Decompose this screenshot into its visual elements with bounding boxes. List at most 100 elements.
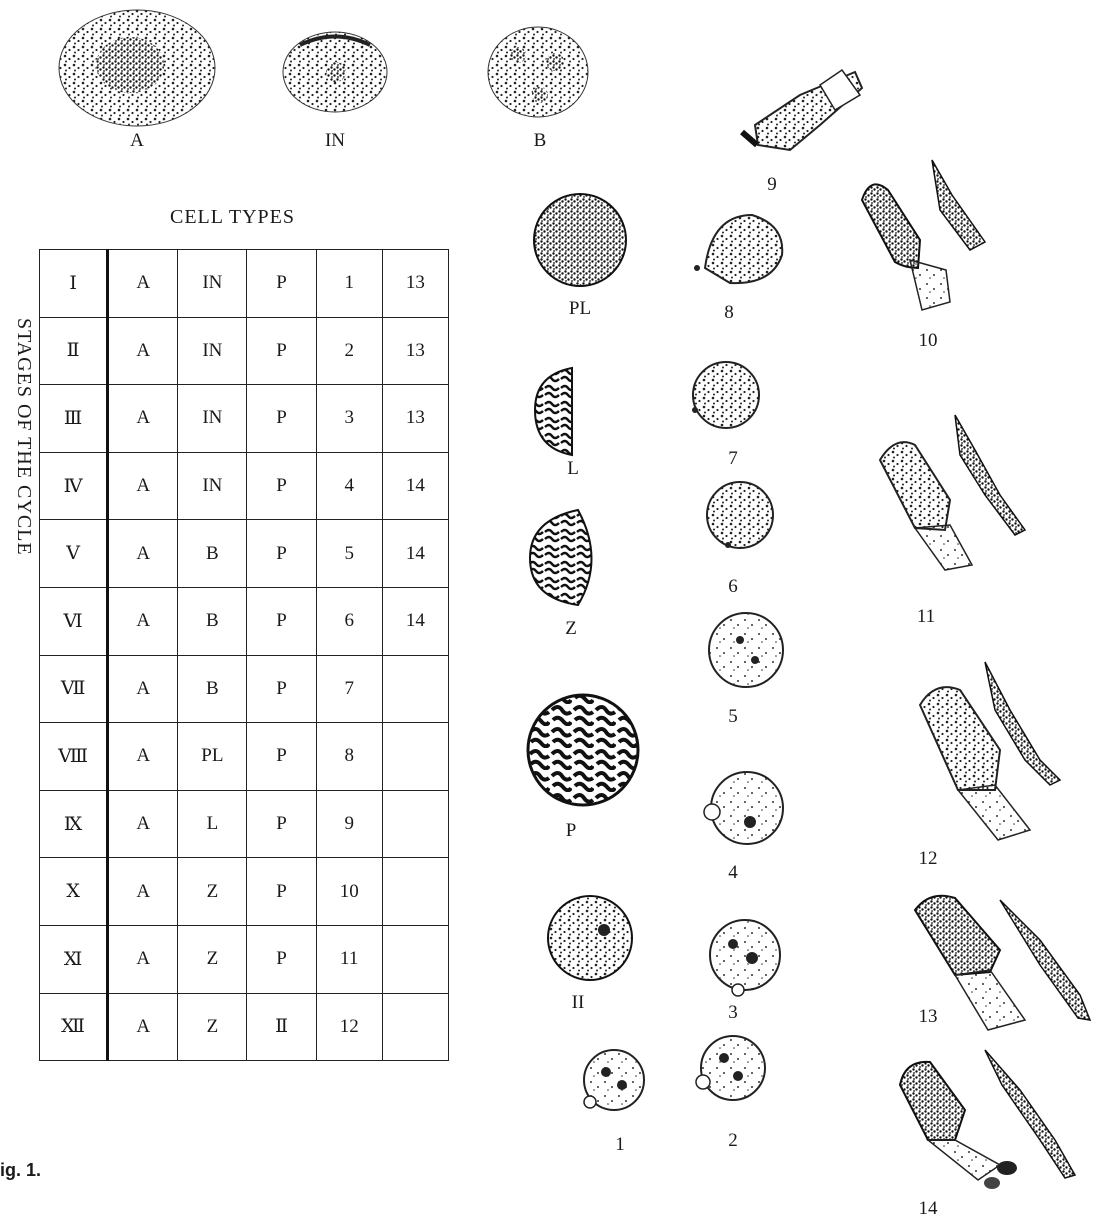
spermatid-1-figure	[584, 1050, 644, 1110]
table-cell: 8	[316, 723, 382, 791]
stage-number-cell: Ⅵ	[40, 587, 108, 655]
table-cell: P	[247, 790, 316, 858]
table-cell: B	[178, 520, 247, 588]
stage-cell-table: ⅠAINP113ⅡAINP213ⅢAINP313ⅣAINP414ⅤABP514Ⅵ…	[39, 249, 449, 1061]
label-a: A	[107, 130, 167, 152]
stage-number-cell: Ⅻ	[40, 993, 108, 1061]
table-cell: 2	[316, 317, 382, 385]
table-cell: B	[178, 655, 247, 723]
table-cell: A	[108, 385, 178, 453]
table-cell: P	[247, 250, 316, 318]
label-in: IN	[305, 130, 365, 152]
label-5: 5	[703, 706, 763, 728]
table-cell: 3	[316, 385, 382, 453]
label-p: P	[541, 820, 601, 842]
table-cell: A	[108, 858, 178, 926]
table-cell: L	[178, 790, 247, 858]
label-11: 11	[896, 606, 956, 628]
table-cell: IN	[178, 452, 247, 520]
label-1: 1	[590, 1134, 650, 1156]
cell-a-figure	[59, 10, 215, 126]
table-cell	[382, 790, 448, 858]
label-pl: PL	[550, 298, 610, 320]
table-cell: 10	[316, 858, 382, 926]
label-13: 13	[898, 1006, 958, 1028]
table-cell: P	[247, 385, 316, 453]
table-cell: A	[108, 250, 178, 318]
stage-number-cell: Ⅲ	[40, 385, 108, 453]
label-b: B	[510, 130, 570, 152]
label-6: 6	[703, 576, 763, 598]
cell-types-title: CELL TYPES	[170, 206, 295, 229]
table-cell: 14	[382, 587, 448, 655]
table-cell: 11	[316, 925, 382, 993]
spermatid-7-figure	[692, 362, 759, 428]
table-cell: A	[108, 925, 178, 993]
table-cell: A	[108, 317, 178, 385]
cell-pl-figure	[534, 194, 626, 286]
spermatid-5-figure	[709, 613, 783, 687]
table-cell: IN	[178, 317, 247, 385]
table-cell	[382, 655, 448, 723]
table-cell: P	[247, 520, 316, 588]
table-cell: P	[247, 587, 316, 655]
label-z: Z	[541, 618, 601, 640]
spermatid-12-figure	[920, 662, 1060, 840]
figure-caption: ig. 1.	[0, 1160, 41, 1181]
label-l: L	[543, 458, 603, 480]
table-cell: 7	[316, 655, 382, 723]
cell-l-figure	[535, 368, 572, 455]
spermatid-14-figure	[900, 1050, 1075, 1189]
label-2: 2	[703, 1130, 763, 1152]
table-cell: IN	[178, 385, 247, 453]
table-cell: A	[108, 452, 178, 520]
stage-number-cell: Ⅴ	[40, 520, 108, 588]
table-cell: 14	[382, 452, 448, 520]
table-row: ⅥABP614	[40, 587, 449, 655]
table-cell: P	[247, 723, 316, 791]
table-cell: A	[108, 993, 178, 1061]
table-cell: 6	[316, 587, 382, 655]
label-9: 9	[742, 174, 802, 196]
spermatid-8-figure	[694, 215, 782, 283]
table-cell: A	[108, 655, 178, 723]
table-cell: 4	[316, 452, 382, 520]
table-cell: 12	[316, 993, 382, 1061]
table-cell	[382, 993, 448, 1061]
stage-number-cell: Ⅶ	[40, 655, 108, 723]
table-cell: 9	[316, 790, 382, 858]
table-cell: A	[108, 790, 178, 858]
spermatid-9-figure	[742, 70, 862, 150]
table-cell: P	[247, 317, 316, 385]
table-cell: A	[108, 723, 178, 791]
label-ii: II	[548, 992, 608, 1014]
table-cell: 13	[382, 250, 448, 318]
table-cell: Z	[178, 993, 247, 1061]
stages-title: STAGES OF THE CYCLE	[5, 318, 35, 598]
cell-ii-figure	[548, 896, 632, 980]
table-cell: B	[178, 587, 247, 655]
spermatid-11-figure	[880, 415, 1025, 570]
table-cell: IN	[178, 250, 247, 318]
table-cell: P	[247, 655, 316, 723]
stage-number-cell: Ⅷ	[40, 723, 108, 791]
label-10: 10	[898, 330, 958, 352]
table-cell: 13	[382, 317, 448, 385]
table-cell: A	[108, 520, 178, 588]
table-cell: P	[247, 925, 316, 993]
stage-number-cell: Ⅱ	[40, 317, 108, 385]
table-cell: 14	[382, 520, 448, 588]
stage-number-cell: Ⅸ	[40, 790, 108, 858]
table-cell: 13	[382, 385, 448, 453]
table-cell: PL	[178, 723, 247, 791]
cell-z-figure	[530, 510, 592, 605]
label-8: 8	[699, 302, 759, 324]
label-14: 14	[898, 1198, 958, 1220]
